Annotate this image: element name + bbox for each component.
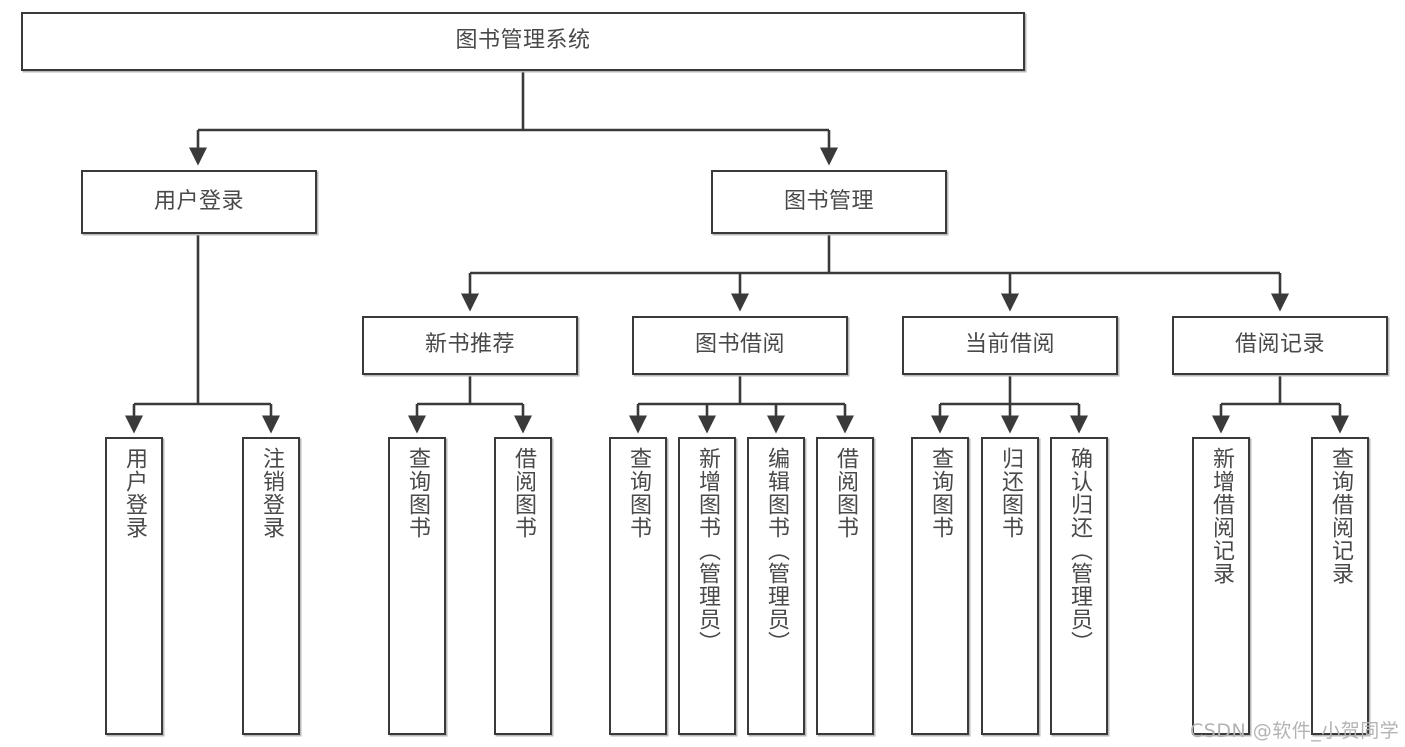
node-label: 查询借阅记录	[1327, 447, 1353, 585]
node-leaf-add-record[interactable]: 新增借阅记录	[1192, 437, 1250, 735]
node-leaf-borrow-book-1[interactable]: 借阅图书	[494, 437, 552, 735]
node-label: 图书借阅	[694, 332, 785, 358]
node-leaf-query-book-3[interactable]: 查询图书	[911, 437, 969, 735]
node-label: 借阅图书	[510, 447, 536, 539]
node-current-borrow[interactable]: 当前借阅	[902, 316, 1118, 375]
node-label: 新增借阅记录	[1208, 447, 1234, 585]
node-book-borrow[interactable]: 图书借阅	[632, 316, 848, 375]
node-label: 新增图书（管理员）	[694, 447, 720, 654]
node-label: 查询图书	[927, 447, 953, 539]
node-label: 用户登录	[153, 188, 244, 214]
node-leaf-query-book-2[interactable]: 查询图书	[609, 437, 667, 735]
node-label: 查询图书	[404, 447, 430, 539]
node-borrow-record[interactable]: 借阅记录	[1172, 316, 1388, 375]
node-label: 借阅记录	[1234, 332, 1325, 358]
node-leaf-return-book[interactable]: 归还图书	[981, 437, 1039, 735]
node-label: 编辑图书（管理员）	[763, 447, 789, 654]
node-label: 当前借阅	[964, 332, 1055, 358]
node-label: 归还图书	[997, 447, 1023, 539]
node-leaf-query-record[interactable]: 查询借阅记录	[1311, 437, 1369, 735]
node-label: 图书管理系统	[455, 28, 591, 54]
node-leaf-edit-book[interactable]: 编辑图书（管理员）	[747, 437, 805, 735]
csdn-watermark: CSDN @软件_小贺同学	[1190, 720, 1400, 742]
node-label: 确认归还（管理员）	[1066, 447, 1092, 654]
node-label: 查询图书	[625, 447, 651, 539]
node-label: 用户登录	[121, 447, 147, 539]
node-label: 注销登录	[258, 447, 284, 539]
node-label: 新书推荐	[424, 332, 515, 358]
node-book-management-system[interactable]: 图书管理系统	[21, 12, 1025, 71]
node-leaf-query-book-1[interactable]: 查询图书	[388, 437, 446, 735]
node-leaf-user-login[interactable]: 用户登录	[105, 437, 163, 735]
node-leaf-confirm-return[interactable]: 确认归还（管理员）	[1050, 437, 1108, 735]
node-label: 图书管理	[783, 188, 874, 214]
node-new-book-recommend[interactable]: 新书推荐	[362, 316, 578, 375]
node-user-login[interactable]: 用户登录	[81, 170, 317, 234]
node-leaf-borrow-book-2[interactable]: 借阅图书	[816, 437, 874, 735]
node-label: 借阅图书	[832, 447, 858, 539]
node-book-management[interactable]: 图书管理	[711, 170, 947, 234]
node-leaf-add-book[interactable]: 新增图书（管理员）	[678, 437, 736, 735]
node-leaf-logout-login[interactable]: 注销登录	[242, 437, 300, 735]
